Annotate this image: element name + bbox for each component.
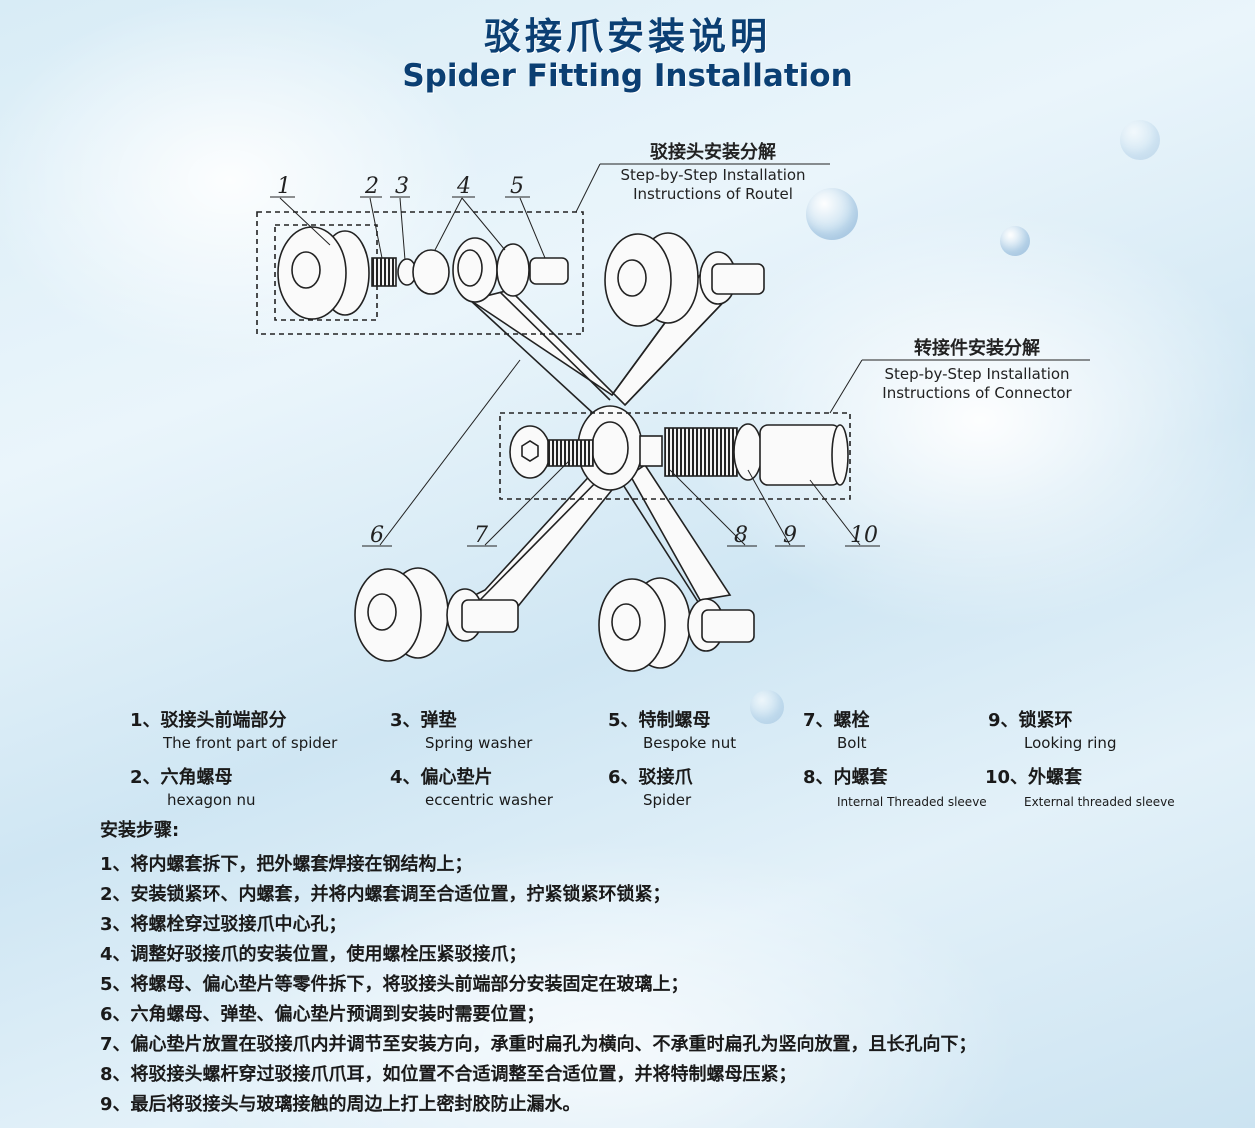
step-item: 9、最后将驳接头与玻璃接触的周边上打上密封胶防止漏水。	[100, 1094, 581, 1115]
part-number-3: 3	[395, 174, 409, 199]
legend-item-2: 2、六角螺母 hexagon nu	[130, 767, 256, 809]
background-bubble	[1120, 120, 1160, 160]
legend-item-3: 3、弹垫 Spring washer	[390, 710, 533, 752]
part-number-5: 5	[510, 174, 524, 199]
connector-exploded	[499, 412, 851, 500]
part-number-7: 7	[474, 523, 488, 548]
steps-heading: 安装步骤:	[100, 820, 180, 841]
routel-bottom-left	[354, 567, 519, 662]
legend-item-7: 7、螺栓 Bolt	[803, 710, 870, 752]
callout-connector-en-1: Step-by-Step Installation	[884, 365, 1069, 383]
legend-item-9: 9、锁紧环 Looking ring	[988, 710, 1117, 752]
legend-item-4: 4、偏心垫片 eccentric washer	[390, 767, 553, 809]
routel-exploded-top-left	[256, 211, 584, 335]
spider-body	[452, 274, 737, 611]
routel-bottom-right	[598, 577, 755, 672]
background-bubble	[750, 690, 784, 724]
step-item: 4、调整好驳接爪的安装位置，使用螺栓压紧驳接爪；	[100, 944, 527, 965]
part-number-4: 4	[456, 174, 471, 199]
callout-routel-en-1: Step-by-Step Installation	[620, 166, 805, 184]
legend-item-10: 10、外螺套 External threaded sleeve	[985, 767, 1175, 809]
step-item: 3、将螺栓穿过驳接爪中心孔；	[100, 914, 347, 935]
page-title-chinese: 驳接爪安装说明	[484, 15, 771, 58]
callout-routel-en-2: Instructions of Routel	[633, 185, 793, 203]
legend-item-5: 5、特制螺母 Bespoke nut	[608, 710, 737, 752]
step-item: 1、将内螺套拆下，把外螺套焊接在钢结构上；	[100, 854, 473, 875]
callout-connector-cn: 转接件安装分解	[914, 337, 1040, 359]
leader-lines	[270, 163, 1090, 547]
step-item: 7、偏心垫片放置在驳接爪内并调节至安装方向，承重时扁孔为横向、不承重时扁孔为竖向…	[100, 1034, 977, 1055]
routel-top-right	[604, 232, 765, 327]
part-number-6: 6	[370, 523, 384, 548]
legend-item-8: 8、内螺套 Internal Threaded sleeve	[803, 767, 987, 809]
part-number-9: 9	[783, 523, 797, 548]
page-title-english: Spider Fitting Installation	[402, 58, 853, 94]
step-item: 2、安装锁紧环、内螺套，并将内螺套调至合适位置，拧紧锁紧环锁紧；	[100, 884, 671, 905]
installation-steps: 安装步骤: 1、将内螺套拆下，把外螺套焊接在钢结构上； 2、安装锁紧环、内螺套，…	[100, 816, 977, 1120]
callout-routel-cn: 驳接头安装分解	[650, 141, 776, 163]
step-item: 6、六角螺母、弹垫、偏心垫片预调到安装时需要位置；	[100, 1004, 545, 1025]
background-bubble	[1000, 226, 1030, 256]
part-number-10: 10	[850, 523, 878, 548]
legend-item-6: 6、驳接爪 Spider	[608, 767, 693, 809]
background-bubble	[806, 188, 858, 240]
part-number-2: 2	[364, 174, 379, 199]
callout-connector-en-2: Instructions of Connector	[882, 384, 1072, 402]
legend-item-1: 1、驳接头前端部分 The front part of spider	[130, 710, 338, 752]
part-number-1: 1	[277, 174, 291, 199]
part-number-8: 8	[734, 523, 748, 548]
exploded-assembly-diagram: 1 2 3 4 5 6 7 8 9 10 驳接头安装分解 Step-by-Ste…	[256, 141, 1090, 672]
step-item: 8、将驳接头螺杆穿过驳接爪爪耳，如位置不合适调整至合适位置，并将特制螺母压紧；	[100, 1064, 797, 1085]
step-item: 5、将螺母、偏心垫片等零件拆下，将驳接头前端部分安装固定在玻璃上；	[100, 974, 689, 995]
